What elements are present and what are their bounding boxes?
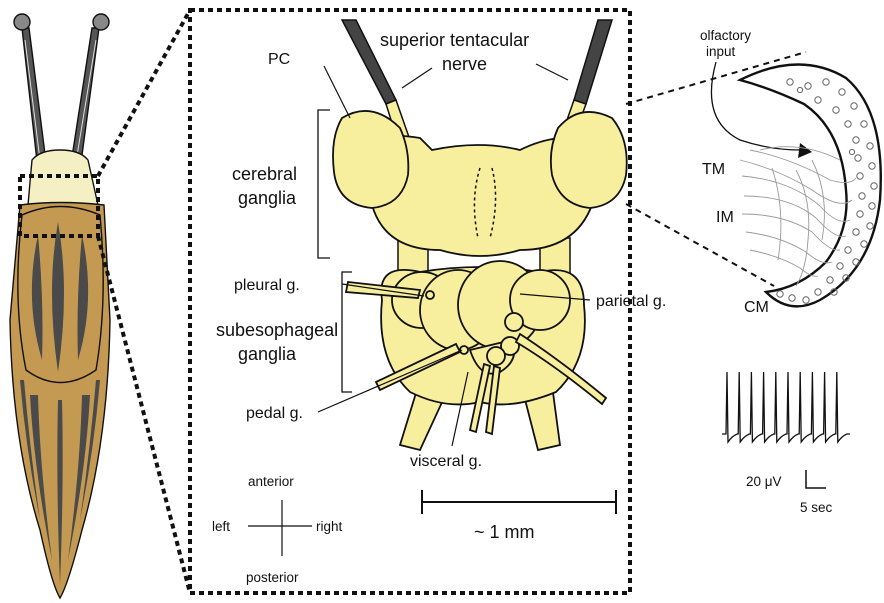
- procerebrum-detail: [711, 62, 880, 306]
- pleural-label: pleural g.: [234, 277, 300, 294]
- posterior-label: posterior: [246, 570, 299, 585]
- anterior-label: anterior: [248, 474, 294, 489]
- right-procerebrum: [551, 112, 627, 208]
- time-scale-label: 5 sec: [800, 500, 833, 515]
- parietal-label: parietal g.: [596, 293, 666, 310]
- tm-label: TM: [702, 161, 725, 178]
- cerebral-ganglia-shape: [333, 111, 627, 256]
- scale-bar-label: ~ 1 mm: [474, 522, 535, 542]
- subesophageal-label-1: subesophageal: [216, 320, 338, 340]
- orientation-cross: [248, 500, 312, 556]
- subesophageal-label-2: ganglia: [238, 344, 297, 364]
- trace-scale-bar: [806, 470, 826, 488]
- voltage-scale-label: 20 μV: [746, 474, 782, 489]
- zoom-line-bottom: [98, 236, 190, 593]
- olfactory-arrowhead: [798, 143, 812, 158]
- right-tentacle-eye: [93, 14, 109, 30]
- slug-illustration: [10, 14, 110, 598]
- cm-label: CM: [744, 299, 769, 316]
- right-label: right: [316, 519, 343, 534]
- left-label: left: [212, 519, 230, 534]
- subesophageal-ganglia-shape: [346, 261, 606, 450]
- visceral-label: visceral g.: [410, 453, 482, 470]
- scale-bar: [422, 490, 616, 514]
- detail-line-bottom: [626, 204, 774, 286]
- cerebral-bracket: [318, 110, 330, 258]
- olfactory-label-1: olfactory: [700, 28, 751, 43]
- olfactory-label-2: input: [706, 44, 736, 59]
- im-label: IM: [716, 209, 734, 226]
- tentacular-nerve-label-2: nerve: [442, 54, 487, 74]
- cell-mass: [740, 64, 881, 306]
- left-procerebrum: [333, 111, 408, 208]
- tentacular-nerve-label-1: superior tentacular: [380, 30, 529, 50]
- pedal-label: pedal g.: [246, 405, 303, 422]
- pc-label: PC: [268, 51, 290, 68]
- zoom-line-top: [98, 10, 190, 176]
- cerebral-label-2: ganglia: [238, 188, 297, 208]
- left-tentacle-eye: [14, 14, 30, 30]
- cerebral-label-1: cerebral: [232, 164, 297, 184]
- spike-trace: [722, 372, 850, 442]
